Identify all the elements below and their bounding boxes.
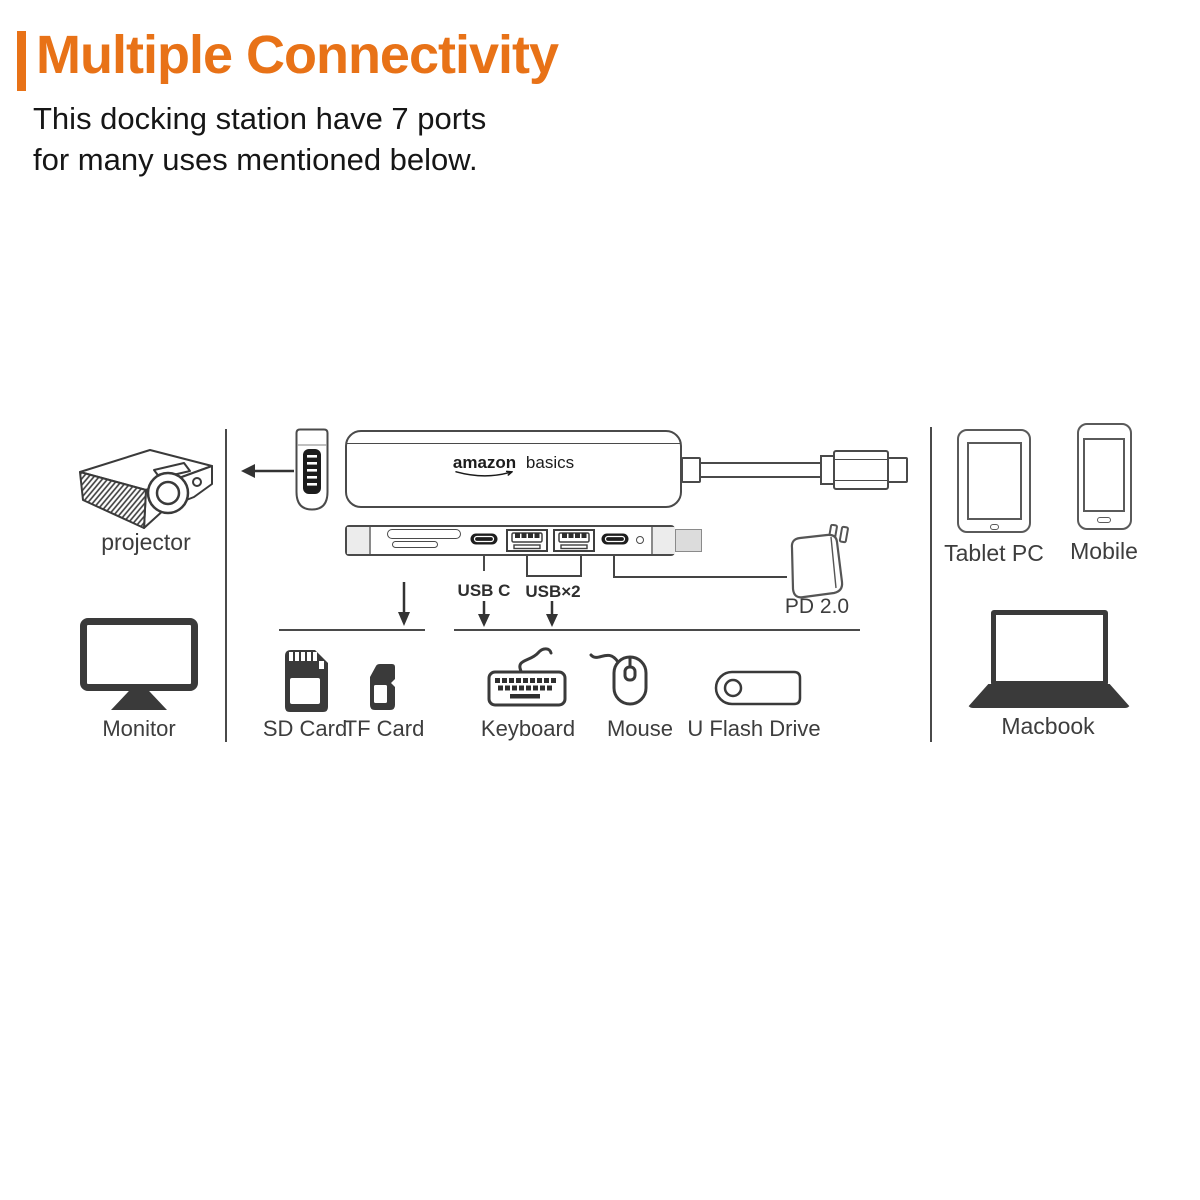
- usb-x2-bracket: [526, 556, 582, 577]
- usb-a-port-icon: [553, 529, 595, 552]
- usb-c-label: USB C: [457, 581, 511, 600]
- usb-c-pd-port-icon: [601, 533, 629, 545]
- brand-logo: amazon basics: [345, 453, 682, 477]
- tablet-home-button: [990, 524, 999, 530]
- power-adapter-icon: [790, 524, 849, 599]
- macbook-base: [967, 684, 1131, 708]
- arrow-left-icon: [241, 464, 294, 478]
- tf-card-label: TF Card: [343, 716, 425, 741]
- divider-line-right: [930, 427, 932, 742]
- tablet-screen: [967, 442, 1022, 520]
- mobile-phone-icon: [1077, 423, 1132, 530]
- usb-c-line: [483, 556, 485, 571]
- arrow-down-usbc-icon: [478, 601, 490, 627]
- mouse-label: Mouse: [606, 716, 674, 741]
- subtitle-line-2: for many uses mentioned below.: [33, 142, 478, 177]
- brand-basics: basics: [525, 453, 575, 472]
- macbook-label: Macbook: [1001, 713, 1095, 739]
- pd-connector-line: [613, 556, 787, 578]
- usb-c-cable: [699, 462, 823, 478]
- projector-label: projector: [101, 529, 191, 555]
- hdmi-connector-icon: [295, 428, 329, 511]
- sd-card-slot: [387, 529, 461, 539]
- monitor-label: Monitor: [102, 716, 176, 741]
- dock-side-connector: [675, 529, 702, 552]
- keyboard-label: Keyboard: [480, 716, 576, 741]
- mobile-label: Mobile: [1070, 538, 1138, 564]
- dock-end-cap-right: [651, 527, 675, 554]
- tf-card-icon: [370, 664, 395, 710]
- dock-end-cap-left: [347, 527, 371, 554]
- keyboard-icon: [487, 647, 567, 707]
- tf-card-slot: [392, 541, 438, 548]
- monitor-icon: [80, 618, 198, 691]
- flash-drive-icon: [714, 670, 802, 706]
- cable-strain-relief: [681, 457, 701, 483]
- projector-icon: [79, 449, 213, 529]
- macbook-icon: [991, 610, 1108, 686]
- arrow-down-usbx2-icon: [546, 601, 558, 627]
- flash-drive-label: U Flash Drive: [687, 716, 821, 741]
- led-indicator: [636, 536, 644, 544]
- group-line-peripherals: [454, 629, 860, 631]
- usb-x2-label: USB×2: [525, 582, 581, 601]
- tablet-icon: [957, 429, 1031, 533]
- usb-a-port-icon: [506, 529, 548, 552]
- mobile-home-button: [1097, 517, 1111, 523]
- divider-line-left: [225, 429, 227, 742]
- sd-card-icon: [285, 650, 328, 712]
- page-title: Multiple Connectivity: [36, 25, 559, 85]
- group-line-cards: [279, 629, 425, 631]
- page-subtitle: This docking station have 7 ports for ma…: [33, 98, 486, 180]
- amazon-smile-icon: [455, 470, 513, 477]
- subtitle-line-1: This docking station have 7 ports: [33, 101, 487, 136]
- dock-seam-line: [347, 443, 680, 444]
- mouse-icon: [589, 653, 648, 706]
- monitor-stand: [111, 691, 167, 710]
- tablet-label: Tablet PC: [944, 540, 1044, 566]
- usb-c-port-icon: [470, 533, 498, 545]
- title-accent-bar: [17, 31, 26, 91]
- pd-label: PD 2.0: [784, 595, 850, 618]
- mobile-screen: [1083, 438, 1125, 512]
- sd-card-label: SD Card: [262, 716, 348, 741]
- usb-c-plug-tip: [887, 457, 908, 483]
- brand-amazon: amazon: [453, 453, 516, 477]
- usb-c-plug-icon: [833, 450, 889, 490]
- arrow-down-sd-icon: [398, 582, 410, 626]
